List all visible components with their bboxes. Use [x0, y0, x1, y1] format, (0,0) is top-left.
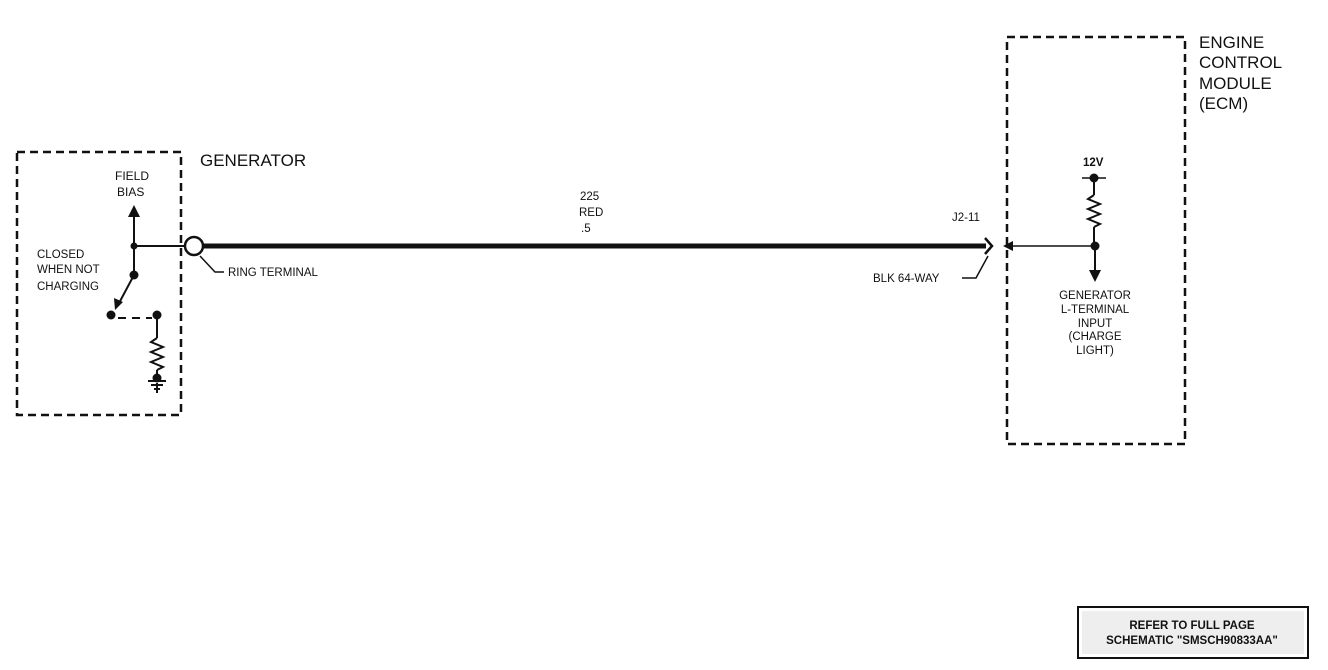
switch-label-1: CLOSED — [37, 249, 84, 261]
ecm-input-arrowhead — [1003, 241, 1013, 251]
wire-circuit-number: 225 — [580, 191, 599, 203]
ecm-supply-label: 12V — [1083, 157, 1104, 169]
switch-arm — [117, 274, 135, 306]
ecm-title-4: (ECM) — [1199, 94, 1248, 113]
ecm-input-label-2: L-TERMINAL — [1061, 304, 1130, 316]
switch-label-3: CHARGING — [37, 281, 99, 293]
ecm-output-arrowhead — [1089, 270, 1101, 282]
generator-box — [15, 150, 183, 417]
connector-female — [984, 237, 994, 255]
ecm-input-label-3: INPUT — [1078, 318, 1113, 330]
ground-icon — [148, 380, 166, 393]
ecm-input-label-5: LIGHT) — [1076, 345, 1114, 357]
ring-terminal-label: RING TERMINAL — [228, 267, 318, 279]
field-bias-label-2: BIAS — [117, 185, 144, 199]
switch-label-2: WHEN NOT — [37, 264, 100, 276]
reference-line-2: SCHEMATIC "SMSCH90833AA" — [1106, 635, 1278, 647]
field-bias-arrowhead — [128, 205, 140, 217]
connector-leader — [962, 255, 989, 279]
switch-arm-head — [114, 298, 123, 310]
connector-pin-label: J2-11 — [952, 212, 980, 224]
ecm-box — [1005, 35, 1187, 446]
ecm-pullup-resistor — [1085, 194, 1103, 228]
generator-title: GENERATOR — [200, 151, 306, 170]
wire-gauge: .5 — [581, 223, 591, 235]
ecm-input-label-1: GENERATOR — [1059, 290, 1131, 302]
reference-box-inner — [1082, 611, 1304, 654]
ecm-title-3: MODULE — [1199, 74, 1272, 93]
ecm-input-label-4: (CHARGE — [1068, 331, 1121, 343]
ecm-title-1: ENGINE — [1199, 33, 1264, 52]
field-bias-label-1: FIELD — [115, 169, 149, 183]
connector-name-label: BLK 64-WAY — [873, 273, 940, 285]
ecm-title-2: CONTROL — [1199, 53, 1282, 72]
ring-terminal-leader — [199, 255, 224, 273]
wire-color: RED — [579, 207, 603, 219]
reference-line-1: REFER TO FULL PAGE — [1129, 620, 1255, 632]
switch-lower-dot — [106, 310, 116, 320]
generator-resistor — [148, 337, 166, 371]
ring-terminal — [183, 235, 205, 257]
